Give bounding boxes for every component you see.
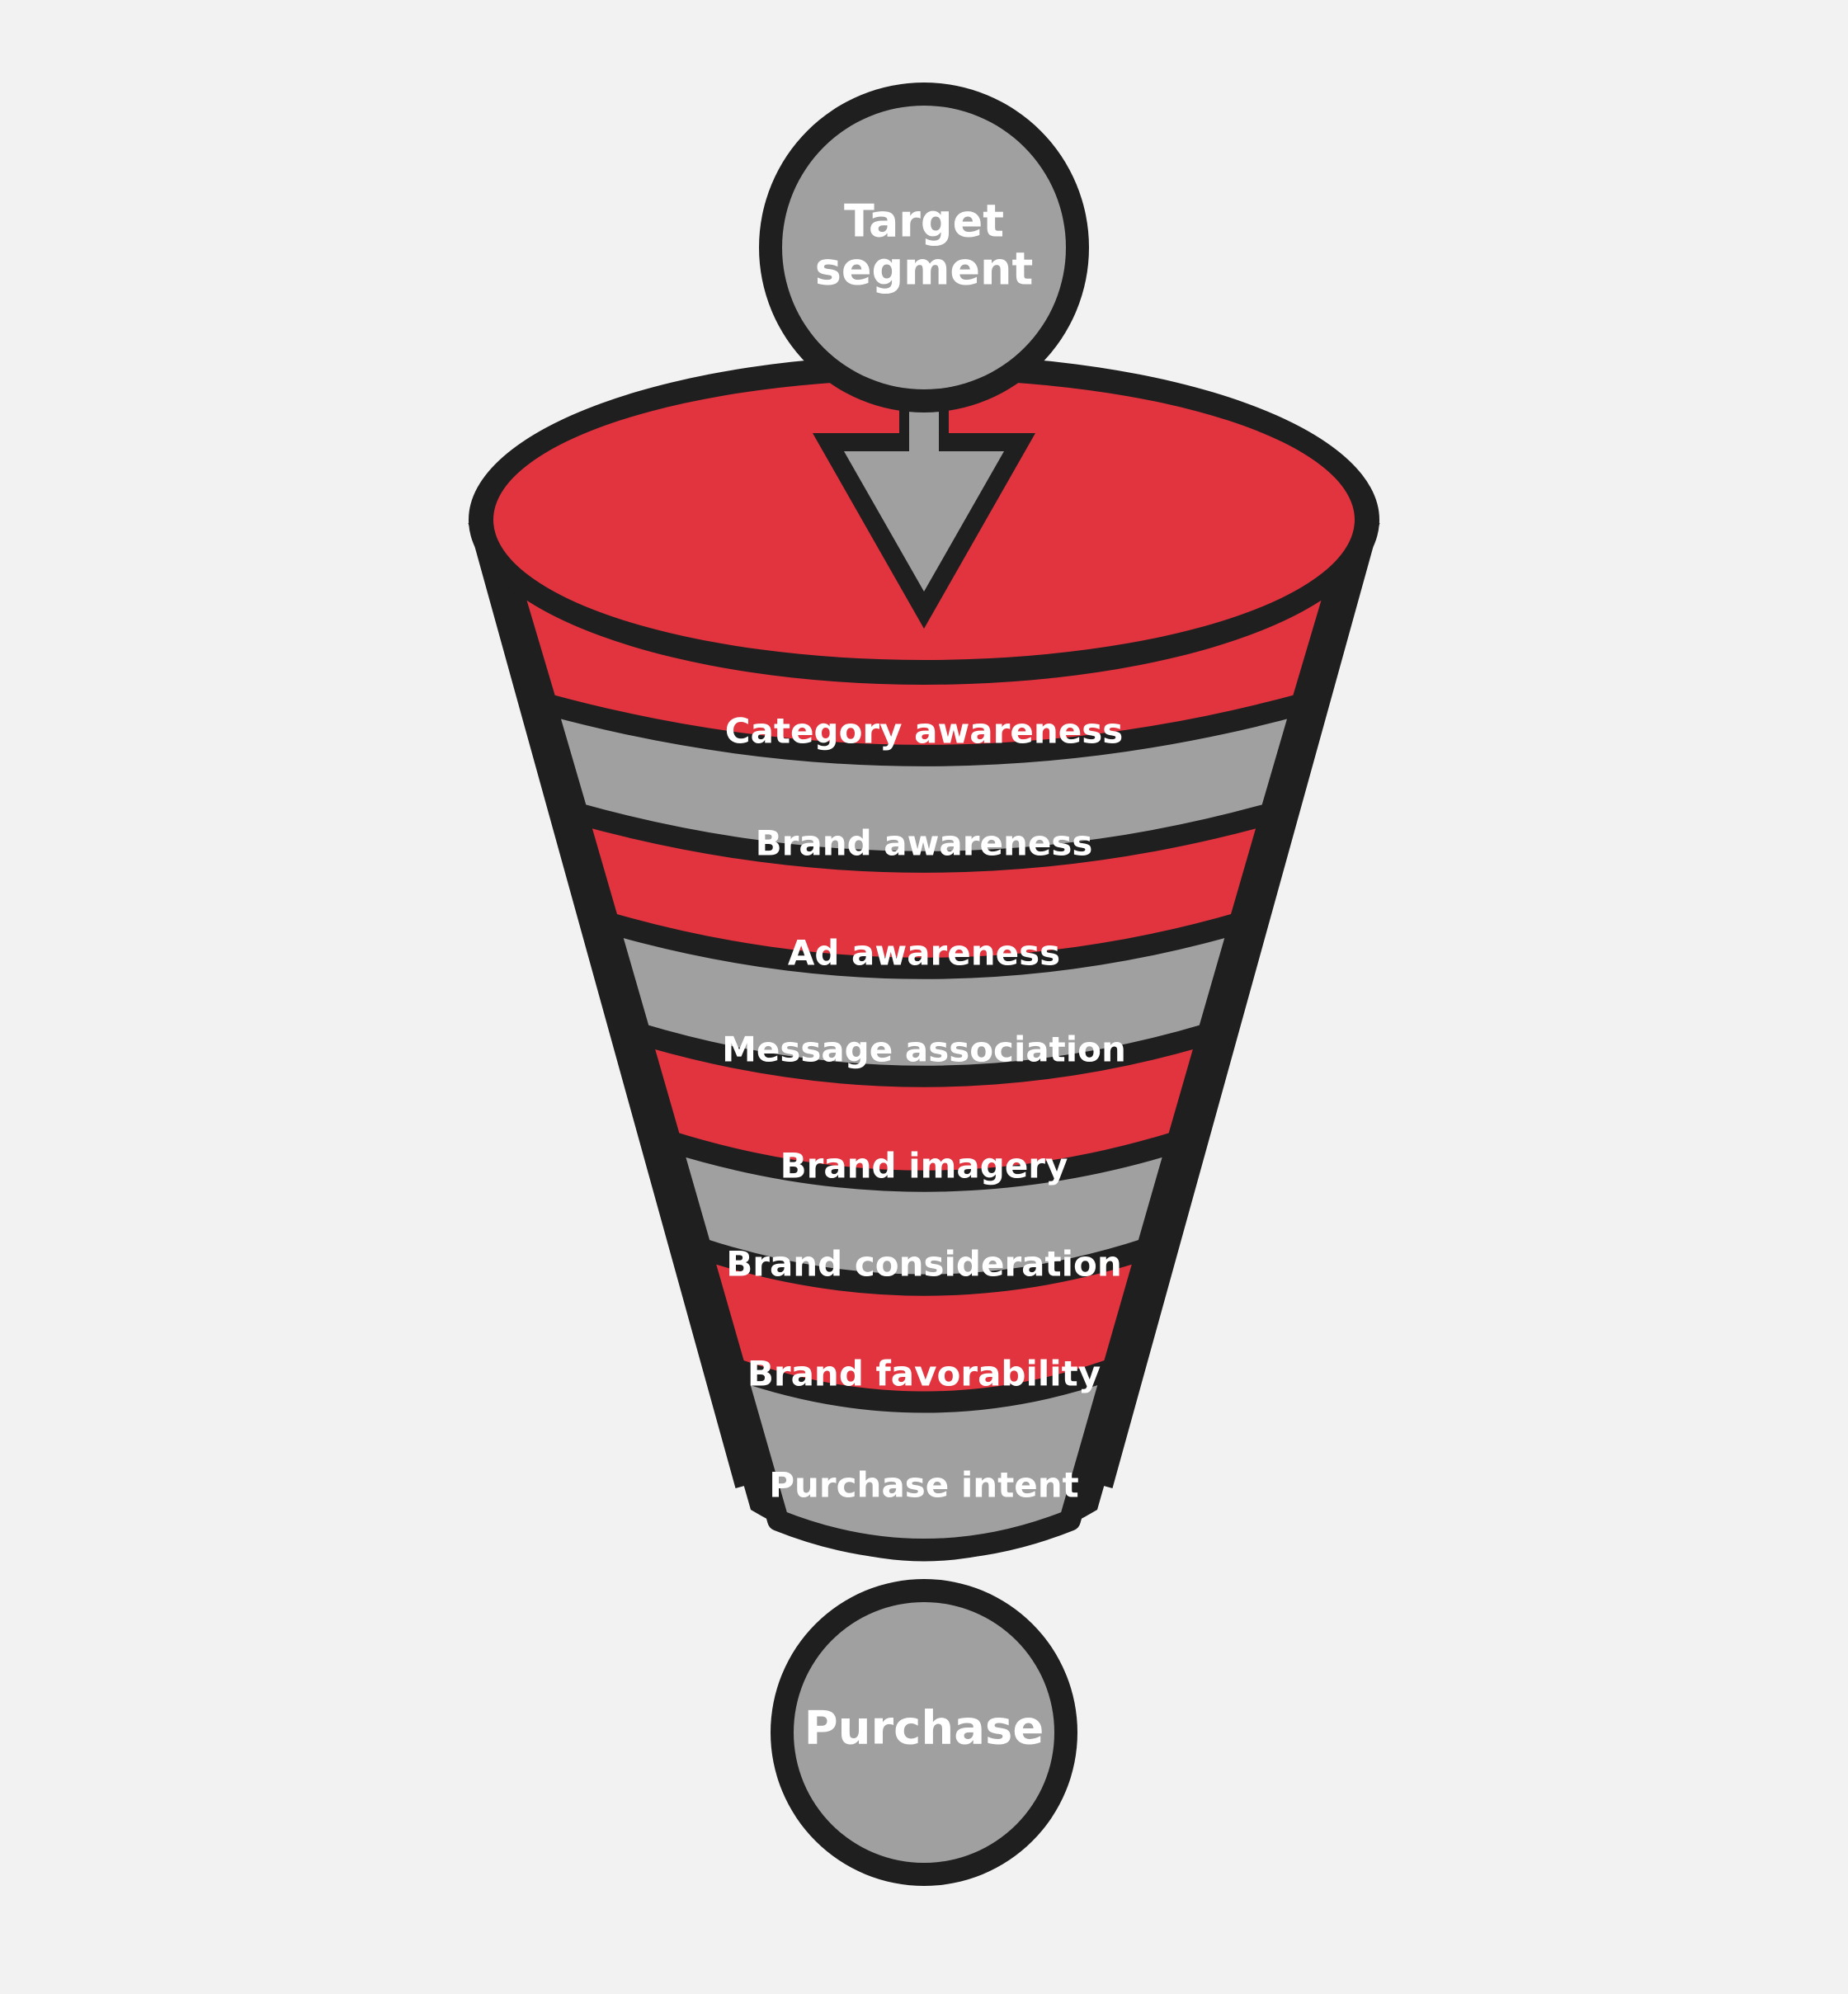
stage-label-1: Category awareness	[725, 711, 1123, 752]
funnel-sides	[468, 516, 1380, 1489]
stage-label-3: Ad awareness	[788, 933, 1060, 973]
stage-label-8: Purchase intent	[769, 1465, 1078, 1506]
target-segment-line1: Target	[844, 196, 1004, 247]
stage-label-4: Message association	[722, 1030, 1126, 1070]
stage-label-5: Brand imagery	[780, 1146, 1068, 1186]
purchase-circle: Purchase	[771, 1579, 1077, 1886]
purchase-label: Purchase	[804, 1702, 1044, 1756]
down-arrow-icon	[813, 429, 1035, 629]
target-segment-circle: Target segment	[759, 82, 1089, 412]
stage-label-7: Brand favorability	[747, 1354, 1101, 1394]
stage-label-6: Brand consideration	[726, 1244, 1122, 1285]
stage-label-2: Brand awareness	[756, 823, 1093, 864]
target-segment-line2: segment	[815, 243, 1034, 295]
